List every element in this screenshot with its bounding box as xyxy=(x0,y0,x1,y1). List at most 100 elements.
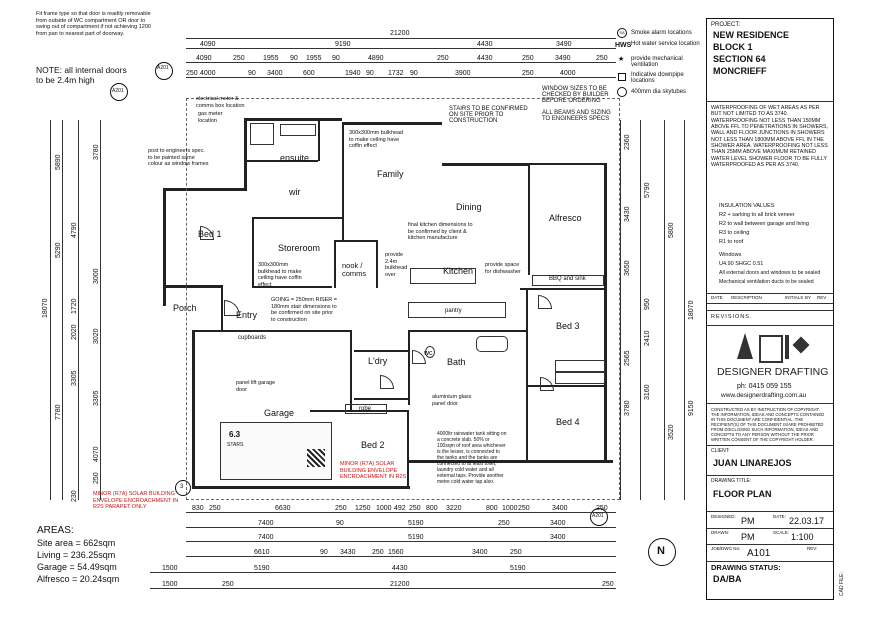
area-living: Living = 236.25sqm xyxy=(37,550,116,560)
wall-ensuite-right xyxy=(318,121,320,161)
room-bed4: Bed 4 xyxy=(556,417,580,427)
cad-file-label: CAD FILE: xyxy=(839,572,845,596)
waterproofing-note: WATERPROOFING OF WET AREAS AS PER BUT NO… xyxy=(711,105,828,169)
dim-top-row3-11: 3490 xyxy=(555,55,571,62)
dim-top-row4-5: 600 xyxy=(303,70,315,77)
dim-bottom-1-7: 492 xyxy=(394,505,406,512)
drawing-status: DA/BA xyxy=(713,574,742,584)
client-name: JUAN LINAREJOS xyxy=(713,458,792,468)
section-tag-ref: A201 xyxy=(592,513,604,519)
dim-top-row4-10: 3900 xyxy=(455,70,471,77)
legend-mech: provide mechanical ventilation xyxy=(631,56,683,68)
dim-bottom-1-2: 250 xyxy=(209,505,221,512)
dim-top-row3-2: 250 xyxy=(233,55,245,62)
dim-bottom-1-13: 250 xyxy=(518,505,530,512)
dim-top-row2-4: 3490 xyxy=(556,41,572,48)
dim-line-right-3 xyxy=(664,120,665,500)
dim-bottom-1-5: 1250 xyxy=(355,505,371,512)
energy-stars: 6.3 xyxy=(229,430,241,439)
top-left-note-box: Fit frame type so that door is readily r… xyxy=(36,11,156,53)
drawn-value: PM xyxy=(741,532,755,542)
dim-left-4: 4790 xyxy=(71,222,78,238)
section-tag-right: A201 xyxy=(590,508,608,526)
dim-line-left-2 xyxy=(62,120,63,500)
dim-left-6: 2020 xyxy=(71,324,78,340)
tb-divider xyxy=(707,403,833,404)
dim-overall-top: 21200 xyxy=(390,30,410,37)
room-porch: Porch xyxy=(173,303,197,313)
date-value: 22.03.17 xyxy=(789,516,825,526)
dim-bottom-6-3: 250 xyxy=(602,581,614,588)
beams-note: ALL BEAMS AND SIZING TO ENGINEERS SPECS xyxy=(542,110,611,122)
wc-pan xyxy=(425,346,435,358)
room-dining: Dining xyxy=(456,202,482,212)
job-value: A101 xyxy=(747,548,771,559)
energy-rating-card: 6.3 STARS xyxy=(220,422,332,480)
company-website: www.designerdrafting.com.au xyxy=(721,392,807,399)
dim-right-9: 3160 xyxy=(644,384,651,400)
dim-top-row3-1: 4090 xyxy=(196,55,212,62)
dim-bottom-3-1: 7400 xyxy=(258,534,274,541)
dim-left-14: 230 xyxy=(71,490,78,502)
stairs-note: STAIRS TO BE CONFIRMED ON SITE PRIOR TO … xyxy=(449,106,528,124)
room-pantry: pantry xyxy=(445,308,462,314)
room-kitchen: Kitchen xyxy=(443,266,474,276)
room-garage: Garage xyxy=(264,408,295,418)
wall-ldry-bottom xyxy=(354,398,408,400)
tb-divider xyxy=(707,561,833,562)
dim-top-row3-5: 1955 xyxy=(306,55,322,62)
room-bed3: Bed 3 xyxy=(556,321,580,331)
set-square-icon xyxy=(759,335,783,363)
windows-heading: Windows xyxy=(719,252,742,258)
north-arrow-icon: N xyxy=(648,538,676,566)
drafting-compass-icon xyxy=(737,333,753,359)
dim-bottom-6-2: 250 xyxy=(222,581,234,588)
copyright-note: CONSTRUCTED AS BY INSTRUCTION OF COPYRIG… xyxy=(711,407,825,443)
insulation-2: R2 to wall between garage and living xyxy=(719,221,809,227)
company-name: DESIGNER DRAFTING xyxy=(717,366,829,378)
dim-top-row4-1: 250 xyxy=(186,70,198,77)
dim-right-3: 3650 xyxy=(624,260,631,276)
dim-left-2: 5290 xyxy=(55,242,62,258)
wall-bed1-top xyxy=(163,188,247,191)
wall-top-family xyxy=(342,122,442,125)
dim-line-bottom-3 xyxy=(186,541,616,542)
dim-bottom-1-11: 800 xyxy=(486,505,498,512)
dim-right-1: 2360 xyxy=(624,134,631,150)
note-kitchen-final: final kitchen dimensions to be confirmed… xyxy=(408,222,473,242)
rev-row-line xyxy=(707,310,833,311)
dim-top-row2-1: 4090 xyxy=(200,41,216,48)
wall-top-left xyxy=(244,118,342,121)
note-cupboards: cupboards xyxy=(238,335,267,341)
company-logo xyxy=(729,333,813,365)
designed-label: DESIGNED: xyxy=(711,514,736,519)
dim-line-right-1 xyxy=(620,120,621,500)
skytube-icon xyxy=(617,87,627,97)
dim-left-3: 7780 xyxy=(55,404,62,420)
eaves-line xyxy=(186,98,620,500)
ensuite-vanity xyxy=(280,124,316,136)
note-stairs-going: GOING = 250mm RISER = 180mm stair dimens… xyxy=(271,297,338,323)
project-line-2: BLOCK 1 xyxy=(713,42,753,52)
legend-skytube: 400mm dia skytubes xyxy=(631,89,687,95)
wall-bed1-bottom xyxy=(163,285,223,288)
area-site: Site area = 662sqm xyxy=(37,538,116,548)
tb-divider xyxy=(707,511,833,512)
dim-bottom-2-5: 3400 xyxy=(550,520,566,527)
revisions-label: REVISIONS. xyxy=(711,314,753,320)
dim-right-11: 3520 xyxy=(668,424,675,440)
note-bbq: BBQ and sink xyxy=(549,276,586,282)
dim-right-12: 18070 xyxy=(688,300,695,320)
dim-line-bottom-1 xyxy=(186,512,616,513)
note-bulkhead-store: 300x300mm bulkhead to make ceiling have … xyxy=(258,262,302,288)
wall-garage-left xyxy=(192,330,195,488)
project-label: PROJECT: xyxy=(711,22,741,28)
tb-divider xyxy=(707,528,833,529)
wall-bed3-top xyxy=(520,288,606,290)
dim-top-row4-3: 90 xyxy=(248,70,256,77)
wall-right xyxy=(604,163,607,463)
dim-right-4: 2565 xyxy=(624,350,631,366)
wall-ensuite-bottom xyxy=(244,160,318,162)
wall-bottom-right xyxy=(408,460,613,463)
rev-header-bottom xyxy=(707,303,833,304)
